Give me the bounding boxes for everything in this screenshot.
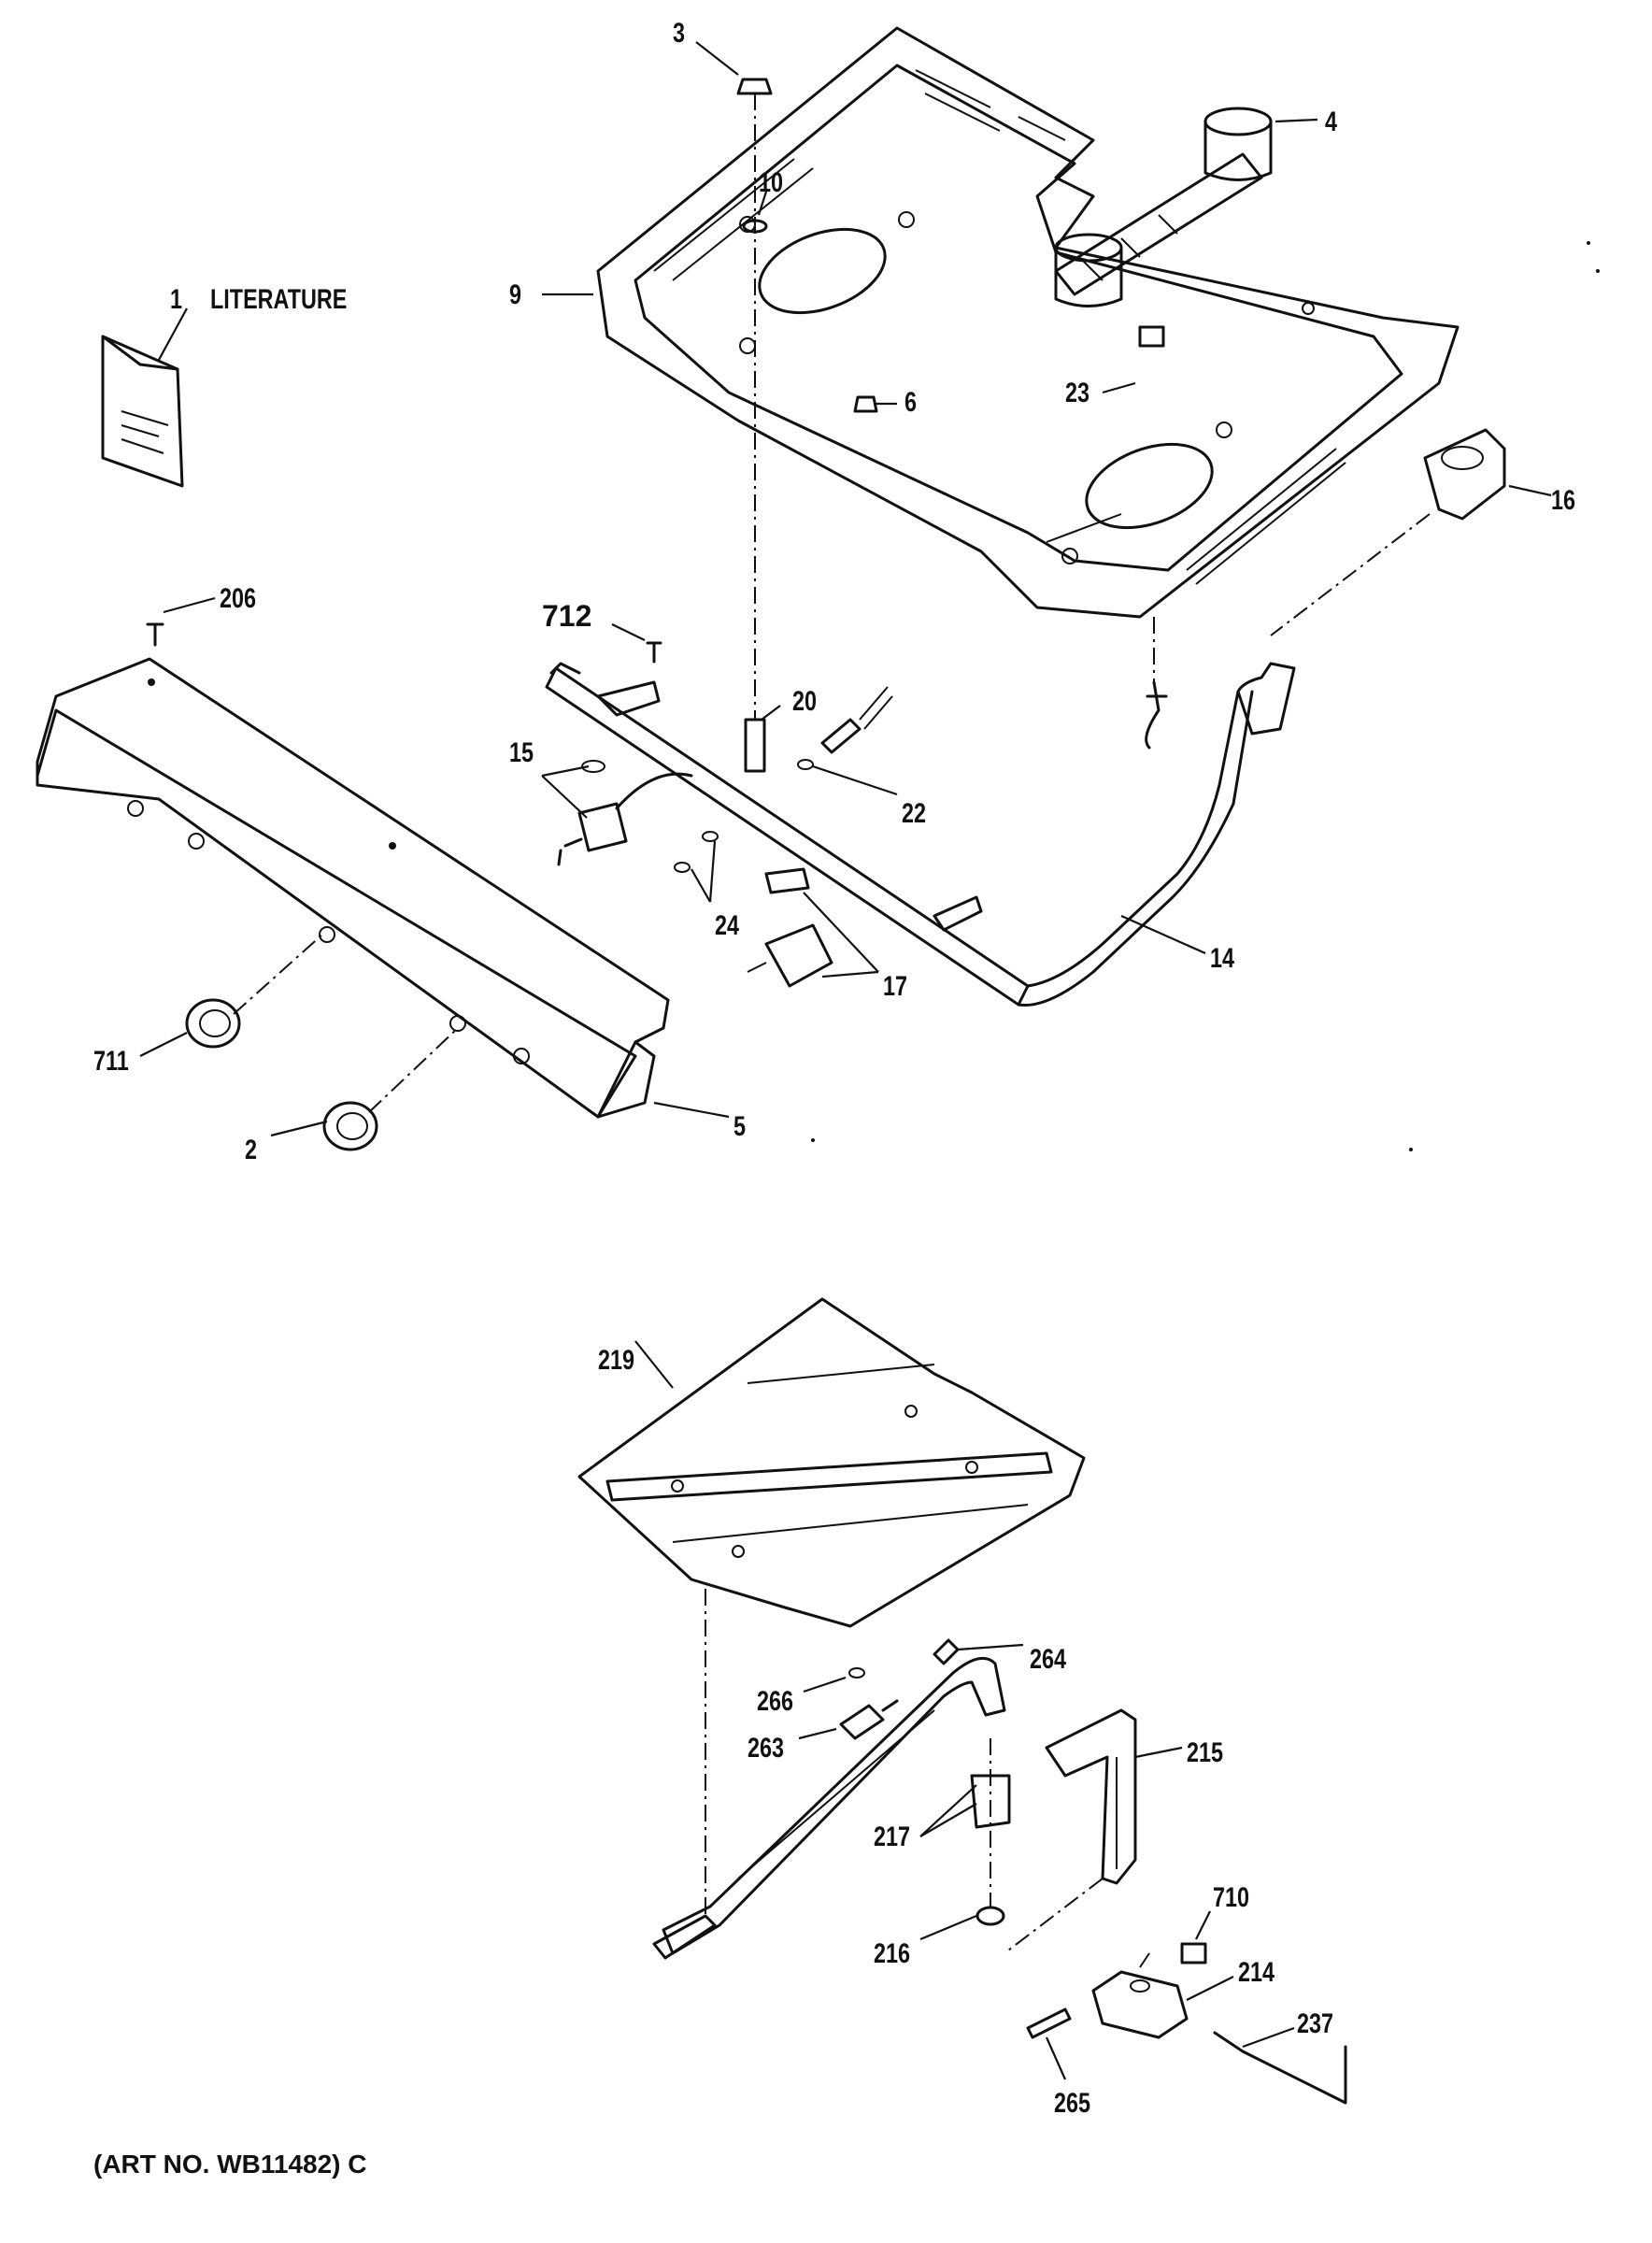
label-part-5: 5 (733, 1110, 746, 1141)
label-part-15: 15 (509, 736, 534, 767)
cap-part-710 (1180, 1942, 1207, 1964)
literature-part-1 (101, 335, 184, 488)
label-part-3: 3 (673, 17, 685, 48)
knob-part-2 (322, 1101, 378, 1151)
electrode-part-263 (839, 1699, 899, 1740)
nut-part-24b (702, 831, 719, 842)
label-part-6: 6 (904, 386, 917, 417)
control-panel-part-5 (36, 657, 670, 1119)
label-part-263: 263 (748, 1732, 784, 1763)
label-part-20: 20 (792, 685, 817, 716)
art-number: (ART NO. WB11482) C (93, 2150, 367, 2179)
label-part-265: 265 (1054, 2087, 1090, 2118)
knob-part-711 (185, 998, 241, 1049)
burner-box-part-9 (596, 26, 1460, 619)
bracket-part-16 (1423, 428, 1506, 521)
valve-part-17 (747, 867, 833, 988)
label-part-266: 266 (757, 1685, 793, 1716)
label-part-1-text: LITERATURE (210, 283, 347, 314)
label-part-711: 711 (93, 1045, 129, 1076)
screw-part-712 (646, 641, 662, 664)
shield-part-219 (577, 1297, 1086, 1628)
nut-part-24a (674, 862, 691, 873)
label-part-710: 710 (1213, 1881, 1249, 1912)
label-part-214: 214 (1238, 1956, 1275, 1987)
label-part-206: 206 (220, 582, 256, 613)
nut-part-3 (736, 78, 773, 95)
label-part-219: 219 (598, 1344, 634, 1375)
label-part-17: 17 (883, 970, 907, 1001)
orifice-part-265 (1026, 2007, 1072, 2039)
label-part-215: 215 (1187, 1736, 1223, 1767)
spacer-part-23 (1138, 325, 1165, 348)
label-part-23: 23 (1065, 377, 1089, 407)
burner-assembly-part-4 (1054, 107, 1273, 307)
label-part-264: 264 (1030, 1643, 1066, 1674)
label-part-10: 10 (759, 166, 783, 197)
tube-part-237 (1213, 2031, 1347, 2105)
nut-part-6 (853, 395, 878, 413)
nut-part-216 (976, 1906, 1005, 1926)
orifice-part-20 (744, 718, 766, 773)
manifold-part-14 (545, 662, 1296, 1007)
leader-dash-16 (1270, 513, 1431, 636)
label-part-712: 712 (542, 599, 591, 633)
screw-part-206 (146, 622, 164, 647)
connector-part-264 (933, 1638, 960, 1665)
label-part-217: 217 (874, 1821, 910, 1851)
label-part-24: 24 (715, 909, 739, 940)
label-part-2: 2 (245, 1134, 257, 1164)
valve-part-214 (1091, 1952, 1189, 2039)
label-part-16: 16 (1551, 484, 1575, 515)
connector-part-22 (797, 686, 893, 770)
label-part-4: 4 (1325, 106, 1337, 136)
label-part-237: 237 (1297, 2007, 1333, 2038)
broil-burner (652, 1656, 1006, 1960)
label-part-9: 9 (509, 279, 521, 309)
label-part-22: 22 (902, 797, 926, 828)
nut-part-266 (848, 1667, 865, 1679)
label-part-1: 1 (170, 283, 182, 314)
label-part-216: 216 (874, 1937, 910, 1968)
valve-part-15 (557, 760, 693, 866)
bracket-part-215 (1045, 1708, 1137, 1885)
label-part-14: 14 (1210, 942, 1234, 973)
bracket-part-217 (970, 1774, 1011, 1829)
